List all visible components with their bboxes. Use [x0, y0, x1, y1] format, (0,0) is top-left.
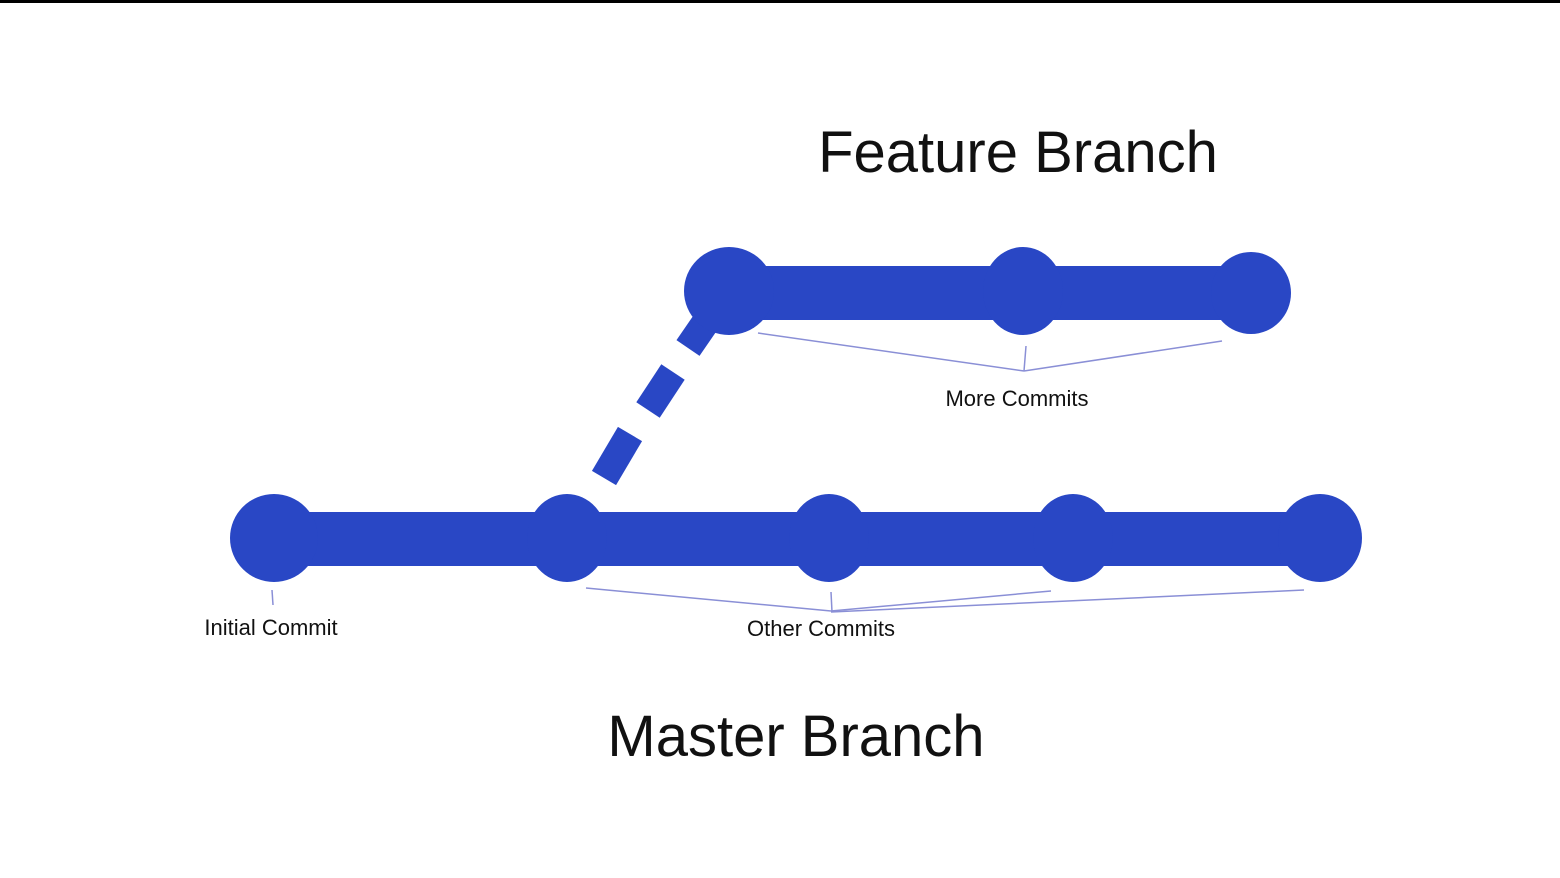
bracket-line — [585, 587, 832, 612]
branch-connector-dash-1 — [591, 426, 643, 486]
branch-connector-dash-2 — [636, 364, 685, 418]
bracket-line — [830, 589, 1305, 613]
master-commit-3 — [789, 494, 869, 582]
initial-commit-label: Initial Commit — [204, 615, 337, 640]
bracket-line — [271, 589, 274, 606]
master-commit-4 — [1033, 494, 1113, 582]
bracket-line — [1023, 340, 1223, 372]
bracket-line — [830, 591, 833, 613]
bracket-line — [830, 590, 1052, 612]
branch-connector — [591, 308, 722, 486]
other-commits-label: Other Commits — [747, 616, 895, 641]
master-commit-5 — [1278, 494, 1362, 582]
other-commits-bracket — [585, 587, 1305, 613]
bracket-line — [757, 332, 1025, 372]
feature-branch-lane — [684, 247, 1291, 335]
bracket-line — [1023, 345, 1027, 372]
master-commit-1 — [230, 494, 318, 582]
initial-commit-bracket — [271, 589, 274, 606]
feature-commit-2 — [983, 247, 1063, 335]
more-commits-label: More Commits — [945, 386, 1088, 411]
feature-commit-3 — [1211, 252, 1291, 334]
feature-commit-1 — [684, 247, 774, 335]
feature-branch-title: Feature Branch — [818, 120, 1218, 185]
master-branch-title: Master Branch — [607, 704, 984, 769]
more-commits-bracket — [757, 332, 1223, 372]
master-branch-lane — [230, 494, 1362, 582]
master-commit-2 — [527, 494, 607, 582]
top-border — [0, 0, 1560, 3]
